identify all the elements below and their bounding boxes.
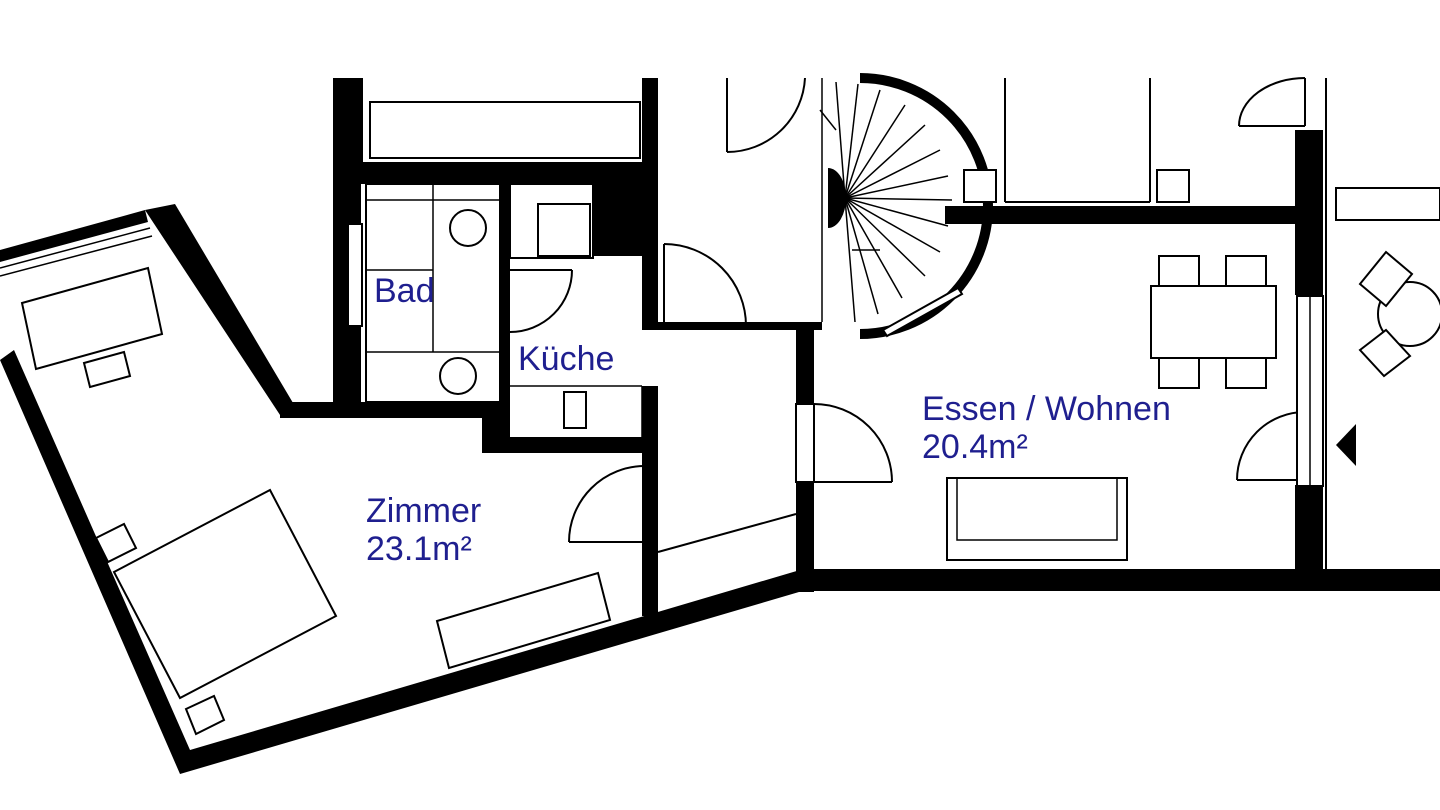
room-label-zimmer: Zimmer 23.1m² xyxy=(366,492,481,568)
living-right-wall-upper xyxy=(1295,130,1323,295)
furniture xyxy=(20,78,1440,736)
room-name: Küche xyxy=(518,340,615,378)
room-name: Essen / Wohnen xyxy=(922,390,1171,428)
room-area: 23.1m² xyxy=(366,530,472,568)
walls xyxy=(0,78,1440,774)
toilet xyxy=(449,209,487,247)
shaft-block xyxy=(593,184,643,256)
room-name: Bad xyxy=(374,272,435,310)
nightstand-2 xyxy=(184,694,226,736)
balcony-railing xyxy=(0,227,153,277)
bedroom-diagonal-wall xyxy=(145,204,296,418)
corridor-wall xyxy=(642,386,658,616)
nightstand-1 xyxy=(94,522,138,564)
doors xyxy=(509,77,1306,553)
bath-kitchen-divider xyxy=(500,184,510,404)
bath-bottom-wall xyxy=(280,402,500,418)
balcony-edge xyxy=(0,210,148,262)
dining-table xyxy=(1150,285,1277,359)
bedroom-outer-wall xyxy=(0,350,816,774)
bed xyxy=(112,488,338,700)
room-label-essen-wohnen: Essen / Wohnen 20.4m² xyxy=(922,390,1171,466)
stair-left-wall xyxy=(642,78,658,330)
sofa xyxy=(946,477,1128,561)
sideboard xyxy=(435,571,612,670)
desk-chair xyxy=(82,350,132,389)
living-bottom-wall xyxy=(810,569,1440,591)
entrance-marker xyxy=(1336,424,1356,466)
room-label-bad: Bad xyxy=(374,272,435,310)
living-top-wall xyxy=(945,206,1297,224)
desk xyxy=(20,266,164,371)
room-name: Zimmer xyxy=(366,492,482,530)
room-label-kueche: Küche xyxy=(518,340,614,378)
sink xyxy=(439,357,477,395)
room-area: 20.4m² xyxy=(922,428,1028,466)
spiral-staircase xyxy=(819,73,993,339)
kitchen-bottom-wall xyxy=(482,437,658,453)
living-right-wall-lower xyxy=(1295,485,1323,585)
bath-top-wall xyxy=(333,162,653,184)
windows xyxy=(347,78,1327,569)
